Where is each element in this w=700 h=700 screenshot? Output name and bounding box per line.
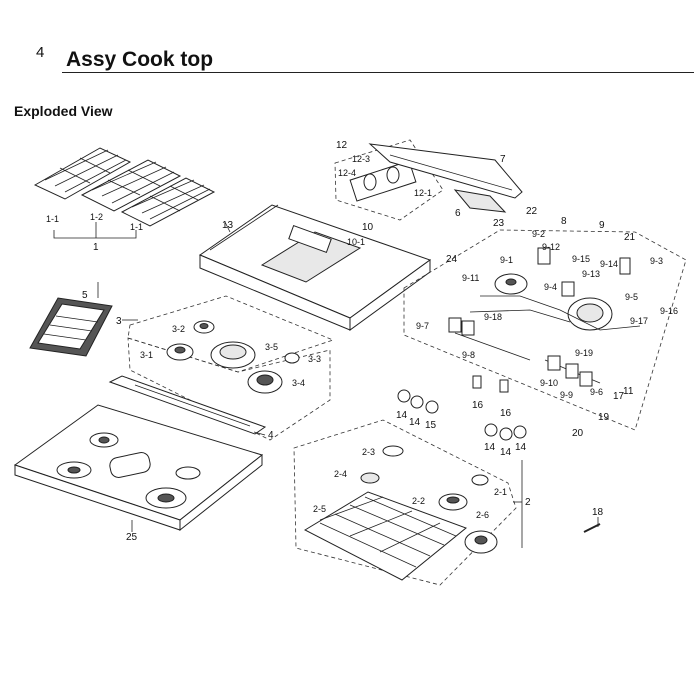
callout-9-13: 9-13 (582, 269, 600, 279)
callout-1-2: 1-2 (90, 212, 103, 222)
callout-11: 11 (623, 386, 634, 397)
callout-6: 6 (455, 208, 461, 219)
callout-9-12: 9-12 (542, 242, 560, 252)
callout-9-8: 9-8 (462, 350, 475, 360)
callout-1: 1 (93, 242, 99, 253)
grate-center (80, 159, 182, 212)
callout-24: 24 (446, 254, 458, 265)
callout-8: 8 (561, 216, 567, 227)
callout-22: 22 (526, 206, 538, 217)
page-title: Assy Cook top (66, 48, 214, 71)
callout-9-14: 9-14 (600, 259, 618, 269)
callout-14d: 14 (500, 447, 512, 458)
callout-16b: 16 (500, 408, 512, 419)
callout-1-1b: 1-1 (130, 222, 143, 232)
callout-9-9: 9-9 (560, 390, 573, 400)
callout-18: 18 (592, 507, 604, 518)
callout-9-3: 9-3 (650, 256, 663, 266)
callout-20: 20 (572, 428, 584, 439)
callout-9-5: 9-5 (625, 292, 638, 302)
griddle (29, 297, 113, 357)
callout-9: 9 (599, 220, 605, 231)
callout-3-5: 3-5 (265, 342, 278, 352)
callout-9-15: 9-15 (572, 254, 590, 264)
callout-9-2: 9-2 (532, 229, 545, 239)
callout-9-16: 9-16 (660, 306, 678, 316)
top-panel (13, 404, 264, 532)
callout-13: 13 (222, 220, 234, 231)
knob-set (397, 375, 527, 441)
callout-2-5: 2-5 (313, 504, 326, 514)
page-header: 4 Assy Cook top Exploded View (0, 0, 700, 119)
callout-3: 3 (116, 316, 122, 327)
callout-3-3: 3-3 (308, 354, 321, 364)
callout-1-1a: 1-1 (46, 214, 59, 224)
callout-14b: 14 (409, 417, 421, 428)
control-bracket-group (334, 139, 523, 221)
grate-left (33, 147, 132, 200)
callout-14a: 14 (396, 410, 408, 421)
callout-2-2: 2-2 (412, 496, 425, 506)
callout-10-1: 10-1 (347, 237, 365, 247)
leader-lines (97, 221, 599, 548)
callout-9-4: 9-4 (544, 282, 557, 292)
callout-9-19: 9-19 (575, 348, 593, 358)
grate-right (120, 177, 216, 227)
section-subtitle: Exploded View (14, 103, 113, 119)
callout-9-18: 9-18 (484, 312, 502, 322)
callout-2-1: 2-1 (494, 487, 507, 497)
callout-9-11: 9-11 (462, 273, 479, 283)
cooktop-frame (198, 204, 432, 331)
callout-7: 7 (500, 154, 506, 165)
callout-labels: 1-1 1-2 1-1 1 5 13 3 3-1 3-2 3-3 3-4 3-5… (46, 140, 678, 543)
callout-2-4: 2-4 (334, 469, 347, 479)
callout-2-6: 2-6 (476, 510, 489, 520)
callout-9-7: 9-7 (416, 321, 429, 331)
callout-9-17: 9-17 (630, 316, 648, 326)
callout-21: 21 (624, 232, 636, 243)
callout-2: 2 (525, 497, 531, 508)
callout-3-4: 3-4 (292, 378, 305, 388)
section-number: 4 (36, 44, 45, 61)
callout-15: 15 (425, 420, 437, 431)
callout-9-1: 9-1 (500, 255, 513, 265)
callout-9-10: 9-10 (540, 378, 558, 388)
trim-strip (108, 375, 267, 435)
callout-12-3: 12-3 (352, 154, 370, 164)
callout-12-4: 12-4 (338, 168, 356, 178)
callout-12: 12 (336, 140, 348, 151)
callout-9-6: 9-6 (590, 387, 603, 397)
callout-25: 25 (126, 532, 138, 543)
wire-shelf-group (293, 419, 517, 586)
callout-3-2: 3-2 (172, 324, 185, 334)
grate-assembly (33, 147, 216, 239)
callout-23: 23 (493, 218, 505, 229)
callout-4: 4 (268, 430, 274, 441)
callout-14e: 14 (515, 442, 527, 453)
callout-12-1: 12-1 (414, 188, 432, 198)
callout-17: 17 (613, 391, 625, 402)
gas-manifold-group (403, 229, 687, 431)
burner-group (127, 295, 335, 441)
title-rule (62, 72, 694, 73)
callout-10: 10 (362, 222, 374, 233)
pin (583, 523, 601, 533)
callout-16a: 16 (472, 400, 484, 411)
callout-2-3: 2-3 (362, 447, 375, 457)
callout-3-1: 3-1 (140, 350, 153, 360)
callout-19: 19 (598, 412, 610, 423)
callout-14c: 14 (484, 442, 496, 453)
callout-5: 5 (82, 290, 88, 301)
